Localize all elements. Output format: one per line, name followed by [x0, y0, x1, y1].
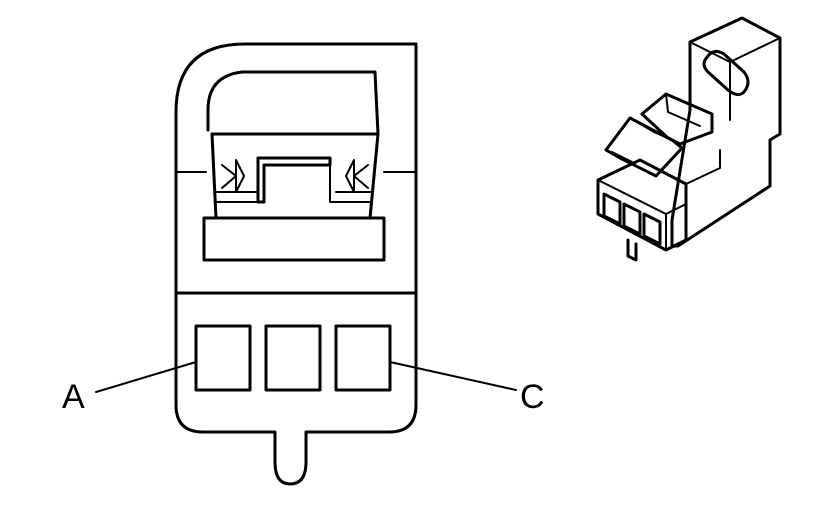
iso-latch-arm: [640, 92, 714, 146]
latch-opening-edge: [329, 164, 337, 203]
latch-boss-left-face: [235, 159, 245, 193]
latch-base: [202, 216, 386, 262]
latch-boss-left: [221, 164, 237, 189]
iso-latch-ramp-line: [611, 151, 633, 163]
iso-key-tab: [626, 238, 638, 262]
terminal-cavity-b: [264, 324, 322, 392]
latch-boss-right: [353, 164, 369, 189]
connector-outline: [174, 42, 418, 486]
callout-label-a: A: [62, 378, 85, 416]
iso-rear-housing: [670, 16, 782, 248]
iso-front-body: [596, 158, 688, 252]
latch-opening: [256, 156, 332, 204]
latch-boss-right-face: [345, 159, 355, 193]
iso-cavity-a: [602, 192, 622, 226]
iso-latch-arm-edge: [665, 93, 701, 127]
terminal-cavity-a: [194, 324, 252, 392]
iso-side-edge: [685, 149, 721, 185]
iso-tower-slot: [702, 49, 750, 97]
iso-tower-top-edge: [689, 37, 781, 63]
leader-line-c: [389, 361, 517, 391]
latch-hood: [206, 70, 380, 136]
connector-isometric-view: [596, 16, 782, 262]
iso-cavity-b: [622, 202, 642, 236]
iso-latch-ramp-ridge: [629, 117, 673, 141]
terminal-cavity-c: [334, 324, 392, 392]
leader-line-a: [95, 361, 197, 393]
connector-face-view: [95, 42, 517, 486]
callout-label-c: C: [520, 378, 545, 416]
iso-cavity-c: [642, 212, 662, 246]
